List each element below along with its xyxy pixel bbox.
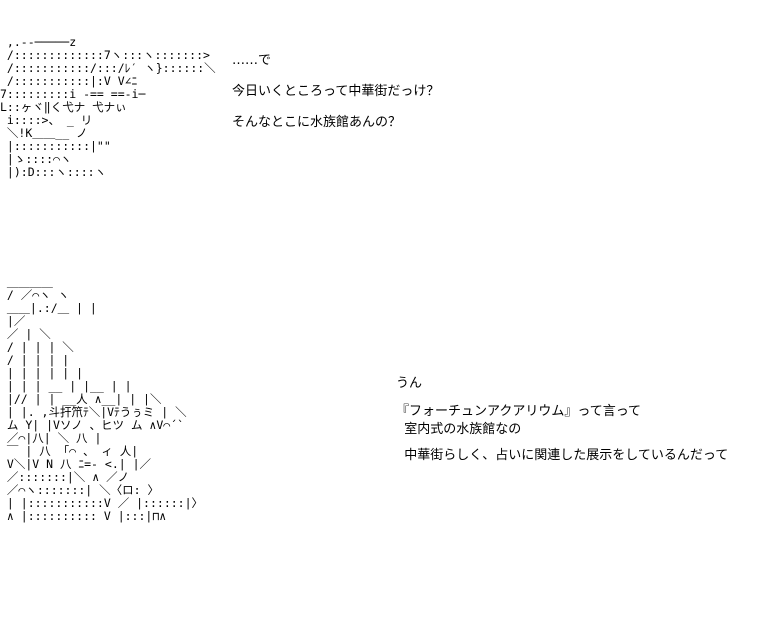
dialogue-top: ……で 今日いくところって中華街だっけ？ そんなとこに水族館あんの？	[232, 52, 439, 145]
dialogue-line: 今日いくところって中華街だっけ？	[232, 84, 440, 99]
ascii-art-character-top: ,.--─────z /:::::::::::::7ヽ:::ヽ:::::::> …	[0, 35, 216, 179]
dialogue-line: 室内式の水族館なの	[396, 422, 522, 437]
ascii-art-character-bottom: ＿＿＿＿ / ／⌒ヽ ヽ ＿＿|.:/＿ | | |／ ／ | ＼ / | | …	[6, 275, 204, 523]
dialogue-line: 『フォーチュンアクアリウム』って言って	[396, 404, 642, 419]
dialogue-line: ……で	[232, 53, 272, 68]
dialogue-line-reply: うん	[396, 376, 423, 391]
dialogue-line: 中華街らしく、占いに関連した展示をしているんだって	[396, 448, 729, 463]
dialogue-line: そんなとこに水族館あんの？	[232, 115, 402, 130]
dialogue-bottom: うん 『フォーチュンアクアリウム』って言って 室内式の水族館なの 中華街らしく、…	[396, 375, 728, 465]
